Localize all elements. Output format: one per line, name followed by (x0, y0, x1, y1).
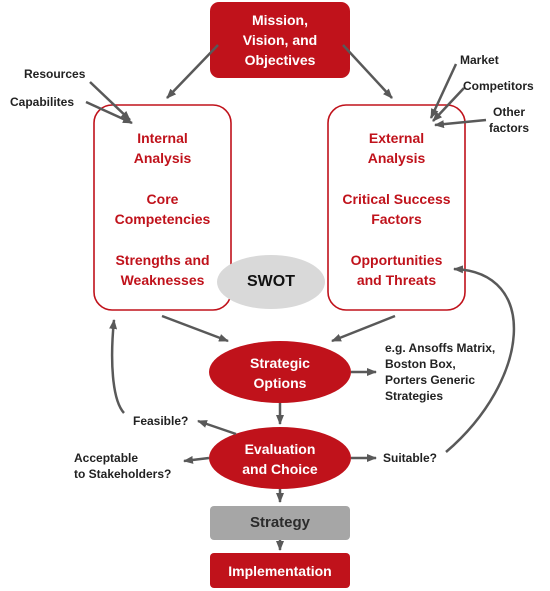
arrow-mission-to-internal (166, 44, 219, 99)
core-competencies-line-2: Competencies (114, 211, 211, 227)
arrow-external-to-options (331, 314, 396, 343)
strategy-label: Strategy (249, 514, 311, 531)
external-analysis-label: External Analysis (328, 128, 465, 168)
external-analysis-line-1: External (368, 130, 425, 146)
other-factors-label: Other factors (486, 104, 532, 136)
implementation-label: Implementation (228, 563, 332, 579)
evaluation-line-1: Evaluation (244, 441, 316, 457)
evaluation-label: Evaluation and Choice (209, 439, 351, 479)
external-analysis-line-2: Analysis (367, 150, 426, 166)
opportunities-threats-line-2: and Threats (356, 272, 437, 288)
options-examples-line-1: e.g. Ansoffs Matrix, (385, 341, 496, 355)
opportunities-threats-line-1: Opportunities (350, 252, 443, 268)
arrow-evaluation-to-acceptable (183, 455, 210, 464)
capabilities-label: Capabilites (10, 95, 75, 109)
other-factors-line-1: Other (492, 105, 525, 119)
acceptable-line-1: Acceptable (74, 451, 139, 465)
critical-success-factors-line-2: Factors (371, 211, 422, 227)
core-competencies-label: Core Competencies (94, 189, 231, 229)
internal-analysis-line-1: Internal (137, 130, 188, 146)
arrow-competitors (432, 87, 465, 122)
mission-line-3: Objectives (244, 52, 316, 68)
opportunities-threats-label: Opportunities and Threats (328, 250, 465, 290)
feasible-label: Feasible? (133, 414, 189, 428)
options-examples-line-4: Strategies (385, 389, 444, 403)
mission-line-2: Vision, and (242, 32, 318, 48)
other-factors-line-2: factors (488, 121, 529, 135)
critical-success-factors-label: Critical Success Factors (328, 189, 465, 229)
evaluation-line-2: and Choice (242, 461, 318, 477)
strategy-box (210, 506, 350, 540)
external-analysis-box (327, 104, 466, 311)
mission-line-1: Mission, (251, 12, 308, 28)
acceptable-line-2: to Stakeholders? (74, 467, 172, 481)
arrow-evaluation-to-feasible (197, 419, 237, 436)
competitors-label: Competitors (463, 79, 534, 93)
core-competencies-line-1: Core (146, 191, 179, 207)
options-examples-line-2: Boston Box, (385, 357, 456, 371)
arrow-capabilities (85, 100, 133, 125)
swot-ellipse (217, 255, 325, 309)
critical-success-factors-line-1: Critical Success (342, 191, 451, 207)
internal-analysis-line-2: Analysis (133, 150, 192, 166)
strengths-weaknesses-label: Strengths and Weaknesses (94, 250, 231, 290)
market-label: Market (460, 53, 499, 67)
strengths-weaknesses-line-1: Strengths and (115, 252, 210, 268)
evaluation-ellipse (209, 427, 351, 489)
implementation-box (210, 553, 350, 588)
arrow-resources (89, 81, 131, 121)
suitable-label: Suitable? (383, 451, 438, 465)
strategic-options-label: Strategic Options (209, 353, 351, 393)
arrow-mission-to-external (342, 44, 393, 99)
strategic-options-line-2: Options (253, 375, 307, 391)
strategic-options-ellipse (209, 341, 351, 403)
arrow-other-factors (434, 118, 487, 129)
mission-label: Mission, Vision, and Objectives (210, 10, 350, 70)
strategic-options-line-1: Strategic (250, 355, 310, 371)
acceptable-label: Acceptable to Stakeholders? (74, 450, 171, 482)
arrow-internal-to-options (161, 314, 229, 343)
swot-label: SWOT (247, 273, 295, 290)
arrow-suitable-to-external (445, 265, 515, 453)
internal-analysis-label: Internal Analysis (94, 128, 231, 168)
mission-box (210, 2, 350, 78)
internal-analysis-box (93, 104, 232, 311)
resources-label: Resources (24, 67, 86, 81)
options-examples-label: e.g. Ansoffs Matrix, Boston Box, Porters… (385, 340, 495, 404)
strengths-weaknesses-line-2: Weaknesses (120, 272, 205, 288)
arrow-feasible-to-internal (109, 319, 125, 414)
arrow-market (429, 63, 458, 119)
options-examples-line-3: Porters Generic (385, 373, 476, 387)
